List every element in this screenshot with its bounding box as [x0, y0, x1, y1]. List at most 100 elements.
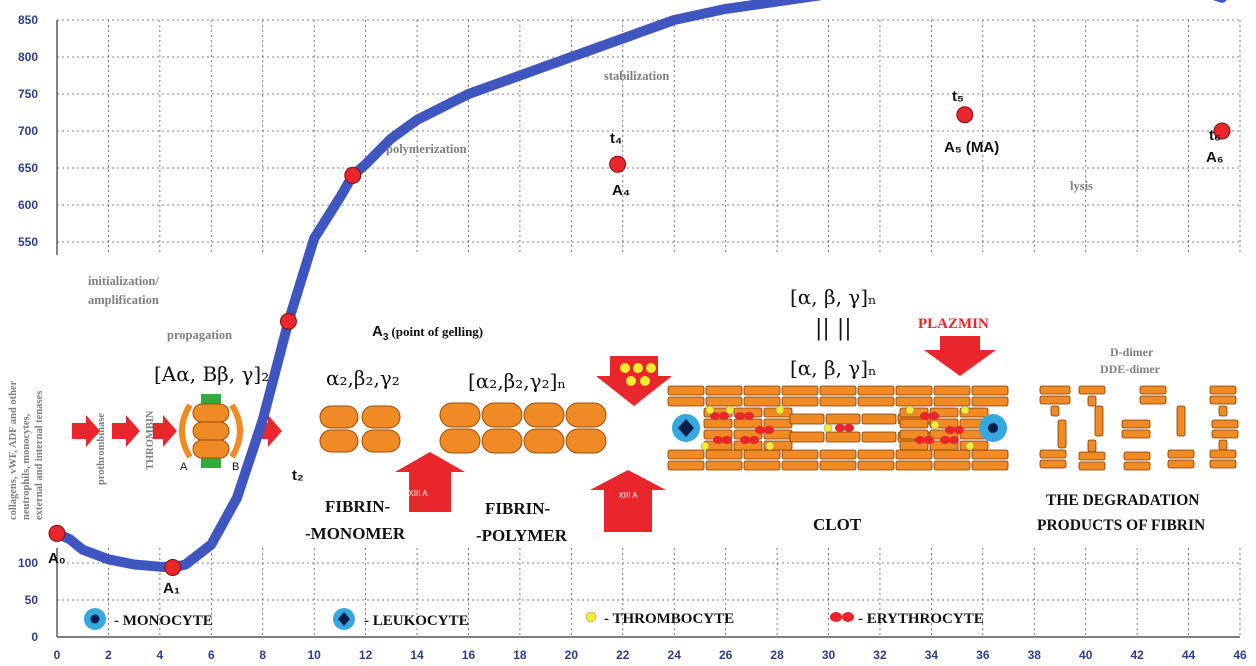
legend-leukocyte: - LEUKOCYTE: [364, 613, 469, 629]
degradation-fragment: [1139, 385, 1167, 395]
legend-thrombocyte: - THROMBOCYTE: [604, 611, 734, 627]
svg-text:XIII A: XIII A: [408, 489, 428, 498]
clot-structure: [667, 385, 1009, 471]
thrombocyte-cell: [823, 423, 833, 433]
fibrin-strand: [743, 385, 781, 396]
clot-label: CLOT: [813, 515, 862, 534]
y-tick-label: 700: [18, 124, 38, 138]
x-tick-label: 8: [259, 648, 266, 662]
degradation-fragment: [1218, 439, 1228, 451]
upper-grid: [56, 19, 1241, 255]
x-tick-label: 40: [1079, 648, 1093, 662]
fibrin-strand: [971, 449, 1009, 460]
erythrocyte-cell: [945, 426, 955, 434]
fibrin-strand: [819, 396, 857, 407]
x-tick-label: 44: [1182, 648, 1196, 662]
fibrin-strand: [667, 449, 705, 460]
x-tick-label: 32: [873, 648, 887, 662]
erythrocyte-cell: [710, 412, 720, 420]
fibrin-strand: [743, 460, 781, 471]
x-tick-label: 24: [668, 648, 682, 662]
fibrin-strand: [933, 449, 971, 460]
x-tick-label: 26: [719, 648, 733, 662]
fibrinogen-formula: [Aα, Bβ, γ]₂: [154, 362, 269, 386]
clot-formula-top: [α, β, γ]ₙ: [790, 285, 877, 309]
fibrin-strand: [857, 449, 895, 460]
erythrocyte-cell: [755, 426, 765, 434]
fibrin-strand: [743, 396, 781, 407]
x-tick-label: 30: [822, 648, 836, 662]
fibrin-strand: [857, 396, 895, 407]
fibrin-strand: [667, 460, 705, 471]
thrombin-label: THROMBIN: [145, 410, 156, 470]
fibrin-strand: [667, 385, 705, 396]
plazmin-arrow: [924, 336, 996, 376]
phase-amplification: amplification: [88, 293, 159, 307]
degradation-fragment: [1094, 405, 1104, 437]
fibrin-polymer-label-1: FIBRIN-: [485, 499, 551, 518]
clot-formula-bottom: [α, β, γ]ₙ: [790, 356, 877, 380]
label-t5: t₅: [952, 88, 964, 105]
degradation-fragments: [1039, 385, 1239, 471]
y-tick-label: 550: [18, 235, 38, 249]
degradation-fragment: [1039, 449, 1067, 459]
svg-text:collagens, vWF, ADF and other: collagens, vWF, ADF and other: [8, 380, 19, 520]
x-tick-label: 38: [1028, 648, 1042, 662]
fibrin-strand: [971, 460, 1009, 471]
fibrinogen-a-label: A: [180, 461, 188, 473]
legend-monocyte-icon: [84, 608, 106, 630]
x-tick-label: 2: [105, 648, 112, 662]
curve-point: [164, 558, 182, 576]
erythrocyte-cell: [915, 436, 925, 444]
thrombocyte-cell: [930, 420, 940, 430]
degradation-fragment: [1209, 449, 1237, 459]
curve-point: [1213, 122, 1231, 140]
fibrin-strand: [895, 396, 933, 407]
fibrin-strand: [703, 418, 733, 429]
fibrin-strand: [781, 396, 819, 407]
fibrin-monomer-label-1: FIBRIN-: [325, 497, 391, 516]
fibrin-strand: [825, 431, 861, 443]
plazmin-label: PLAZMIN: [918, 316, 989, 332]
degradation-fragment: [1078, 461, 1106, 471]
fibrin-strand: [971, 385, 1009, 396]
degradation-fragment: [1039, 395, 1071, 405]
x-tick-label: 18: [513, 648, 527, 662]
fibrin-strand: [895, 460, 933, 471]
fibrin-strand: [705, 449, 743, 460]
x-tick-label: 16: [462, 648, 476, 662]
svg-text:external and internal tenases: external and internal tenases: [34, 391, 45, 520]
dde-dimer-label: DDE-dimer: [1100, 362, 1161, 376]
legend-erythrocyte-icon: [830, 612, 854, 622]
erythrocyte-cell: [735, 412, 745, 420]
fibrin-strand: [933, 460, 971, 471]
degradation-fragment: [1209, 395, 1237, 405]
label-a3: A3(point of gelling): [372, 323, 483, 343]
erythrocyte-cell: [920, 412, 930, 420]
thrombocyte-cell: [775, 405, 785, 415]
legend-erythrocyte: - ERYTHROCYTE: [858, 611, 984, 627]
x-tick-label: 28: [770, 648, 784, 662]
thrombocyte-cell: [960, 405, 970, 415]
fibrin-strand: [705, 460, 743, 471]
degradation-fragment: [1057, 419, 1067, 449]
erythrocyte-cell: [713, 436, 723, 444]
x-tick-label: 14: [410, 648, 424, 662]
d-dimer-label: D-dimer: [1110, 345, 1154, 359]
fibrin-strand: [933, 396, 971, 407]
degradation-fragment: [1211, 419, 1239, 429]
thrombocyte-cell: [725, 405, 735, 415]
curve-point: [344, 166, 362, 184]
fibrin-strand: [895, 385, 933, 396]
pathway-arrow: [72, 415, 100, 447]
y-tick-label: 0: [31, 630, 38, 644]
phase-initialization: initialization/: [88, 274, 159, 288]
label-t6: t₆: [1209, 127, 1221, 144]
fibrin-strand: [781, 449, 819, 460]
fibrin-strand: [819, 449, 857, 460]
phase-polymerization: polymerization: [386, 142, 467, 156]
y-tick-label: 800: [18, 50, 38, 64]
degradation-fragment: [1078, 385, 1106, 395]
activators-label: collagens, vWF, ADF and other neutrophil…: [8, 380, 45, 520]
